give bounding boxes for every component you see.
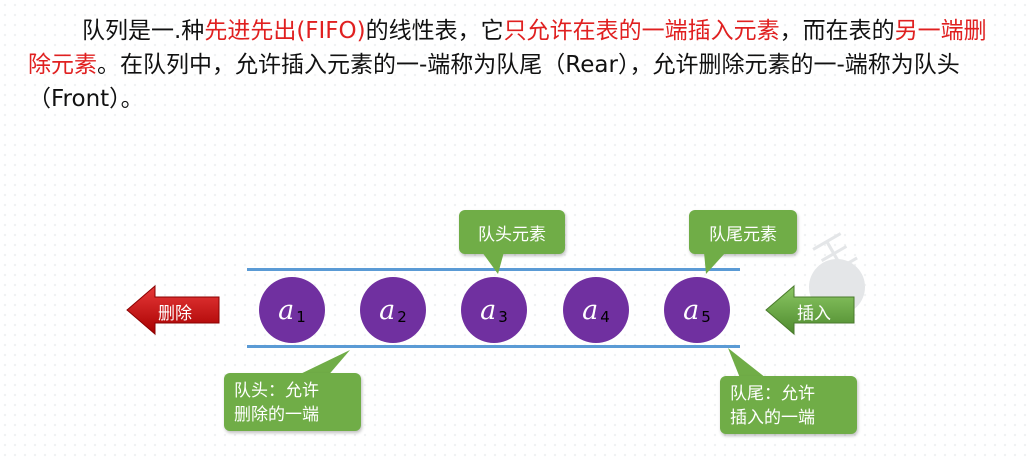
queue-bottom-rail xyxy=(247,345,740,348)
description-paragraph: 队列是一.种先进先出(FIFO)的线性表，它只允许在表的一端插入元素，而在表的另… xyxy=(28,14,1003,116)
callout-pointer xyxy=(292,350,350,378)
callout-pointer xyxy=(482,252,504,274)
element-label: a xyxy=(582,294,599,326)
paragraph-text: 的线性表，它 xyxy=(365,18,504,44)
queue-top-rail xyxy=(247,268,740,271)
callout-line: 插入的一端 xyxy=(730,408,815,428)
paragraph-text: 。在队列中，允许插入元素的一-端称为队尾（Rear），允许删除元素的一-端称为队… xyxy=(28,52,960,112)
element-subscript: 3 xyxy=(498,308,508,326)
callout-line: 删除的一端 xyxy=(234,405,319,425)
element-label: a xyxy=(379,294,396,326)
element-subscript: 4 xyxy=(600,308,610,326)
callout-pointer xyxy=(704,252,726,274)
callout-tail-description: 队尾：允许 插入的一端 xyxy=(720,376,857,434)
insert-label: 插入 xyxy=(797,304,831,324)
element-subscript: 2 xyxy=(397,308,407,326)
callout-text: 队尾元素 xyxy=(709,224,777,245)
highlight-delete-end: 另一端删除元素 xyxy=(28,18,987,78)
element-subscript: 5 xyxy=(701,308,711,326)
callout-line: 队尾：允许 xyxy=(730,384,815,404)
insert-arrow-icon xyxy=(765,284,855,336)
highlight-fifo: 先进先出(FIFO) xyxy=(204,18,366,44)
delete-label: 删除 xyxy=(158,304,192,324)
element-label: a xyxy=(278,294,295,326)
delete-arrow-icon xyxy=(126,284,220,336)
callout-pointer xyxy=(728,348,766,378)
callout-head-element: 队头元素 xyxy=(459,210,565,254)
callout-head-description: 队头：允许 删除的一端 xyxy=(224,373,361,431)
paragraph-text: ，而在表的 xyxy=(779,18,895,44)
callout-text: 队头元素 xyxy=(478,224,546,245)
element-label: a xyxy=(683,294,700,326)
paragraph-text: 队列是一.种 xyxy=(82,18,205,44)
callout-line: 队头：允许 xyxy=(234,381,319,401)
element-label: a xyxy=(480,294,497,326)
highlight-insert-end: 只允许在表的一端插入元素 xyxy=(503,18,780,44)
callout-tail-element: 队尾元素 xyxy=(689,210,797,254)
element-subscript: 1 xyxy=(296,308,306,326)
